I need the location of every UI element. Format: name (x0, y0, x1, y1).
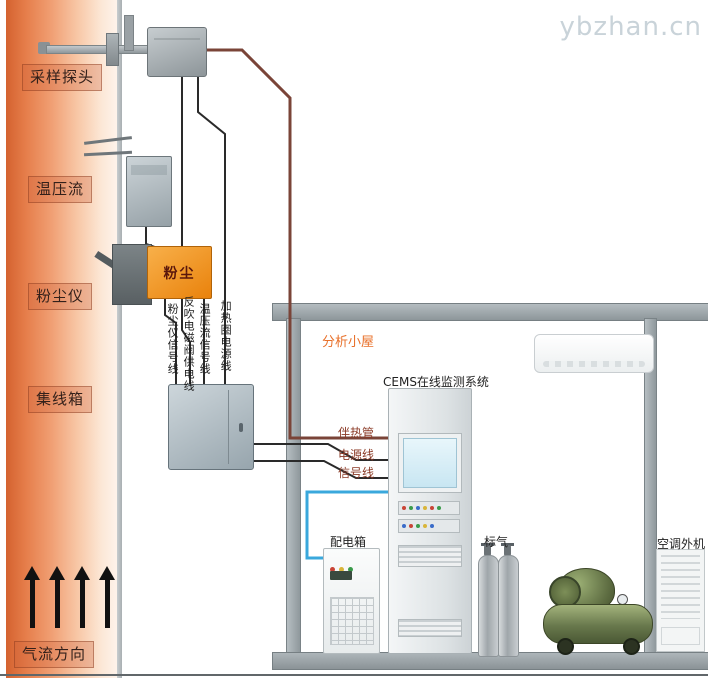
compressor-wheel (557, 638, 574, 655)
shelter-roof (272, 303, 708, 321)
sampling-probe-box (147, 27, 207, 77)
wire-label-power: 电源线 (338, 448, 375, 462)
dust-meter-mount (112, 244, 152, 305)
cylinder-valve-knob (501, 543, 514, 546)
gas-cylinder (478, 555, 499, 657)
watermark: ybzhan.cn (559, 12, 702, 42)
cems-system-label: CEMS在线监测系统 (383, 375, 489, 389)
airflow-arrow (24, 566, 40, 630)
sampling-probe-pipe (46, 45, 152, 54)
ac-outdoor-slats (661, 555, 700, 619)
power-box-label: 配电箱 (330, 535, 367, 549)
compressor-wheel (623, 638, 640, 655)
chimney-stack (6, 0, 118, 678)
cylinder-valve (504, 545, 511, 556)
label-sampling-probe: 采样探头 (22, 64, 103, 91)
ac-indoor-unit (534, 334, 654, 373)
vent-grid (330, 597, 374, 645)
ac-outdoor-label: 空调外机 (657, 537, 706, 551)
label-dust-meter: 粉尘仪 (28, 283, 93, 310)
ac-indoor-vent (543, 361, 645, 367)
cable-label-dust-signal: 粉尘仪信号线 (166, 303, 180, 375)
label-junction-box: 集线箱 (28, 386, 93, 413)
meter-display (330, 571, 352, 580)
cylinder-valve (484, 545, 491, 556)
junction-box-door-seam (228, 390, 229, 464)
airflow-arrow (49, 566, 65, 630)
dust-meter-box-label: 粉尘 (163, 265, 196, 282)
label-airflow-direction: 气流方向 (14, 641, 95, 668)
probe-flange (106, 33, 119, 66)
cabinet-vent (398, 619, 462, 637)
temp-pressure-flow-box (126, 156, 172, 227)
wire-label-signal: 信号线 (338, 466, 375, 480)
analyzer-module (398, 501, 460, 515)
junction-box-handle (239, 423, 243, 432)
stack-wall-line (117, 0, 122, 678)
wire-label-heat-trace: 伴热管 (338, 426, 375, 440)
junction-box (168, 384, 254, 470)
ground-line (0, 674, 708, 676)
ac-outdoor-base (661, 627, 700, 645)
indicator-lights (330, 557, 357, 576)
compressor-tank (543, 604, 653, 644)
cabinet-grille (398, 545, 462, 567)
probe-handle (124, 15, 134, 51)
cylinder-valve-knob (481, 543, 494, 546)
cable-label-heater-power: 加热圈电源线 (219, 300, 233, 372)
shelter-title: 分析小屋 (322, 335, 375, 350)
ac-outdoor-unit (656, 549, 705, 652)
gas-cylinder (498, 555, 519, 657)
analyzer-module (398, 519, 460, 533)
cems-cabinet (388, 388, 472, 654)
airflow-arrow (74, 566, 90, 630)
cable-label-blowback-power: 反吹电磁阀供电线 (182, 296, 196, 392)
airflow-arrow (99, 566, 115, 630)
shelter-left-wall (286, 318, 301, 656)
standard-gas-label: 标气 (484, 535, 509, 549)
cems-screen (398, 433, 462, 493)
air-compressor (543, 566, 653, 655)
label-temp-pressure-flow: 温压流 (28, 176, 93, 203)
power-distribution-box (323, 548, 380, 654)
dust-meter-box: 粉尘 (147, 246, 212, 299)
cable-label-tpf-signal: 温压流信号线 (198, 303, 212, 375)
